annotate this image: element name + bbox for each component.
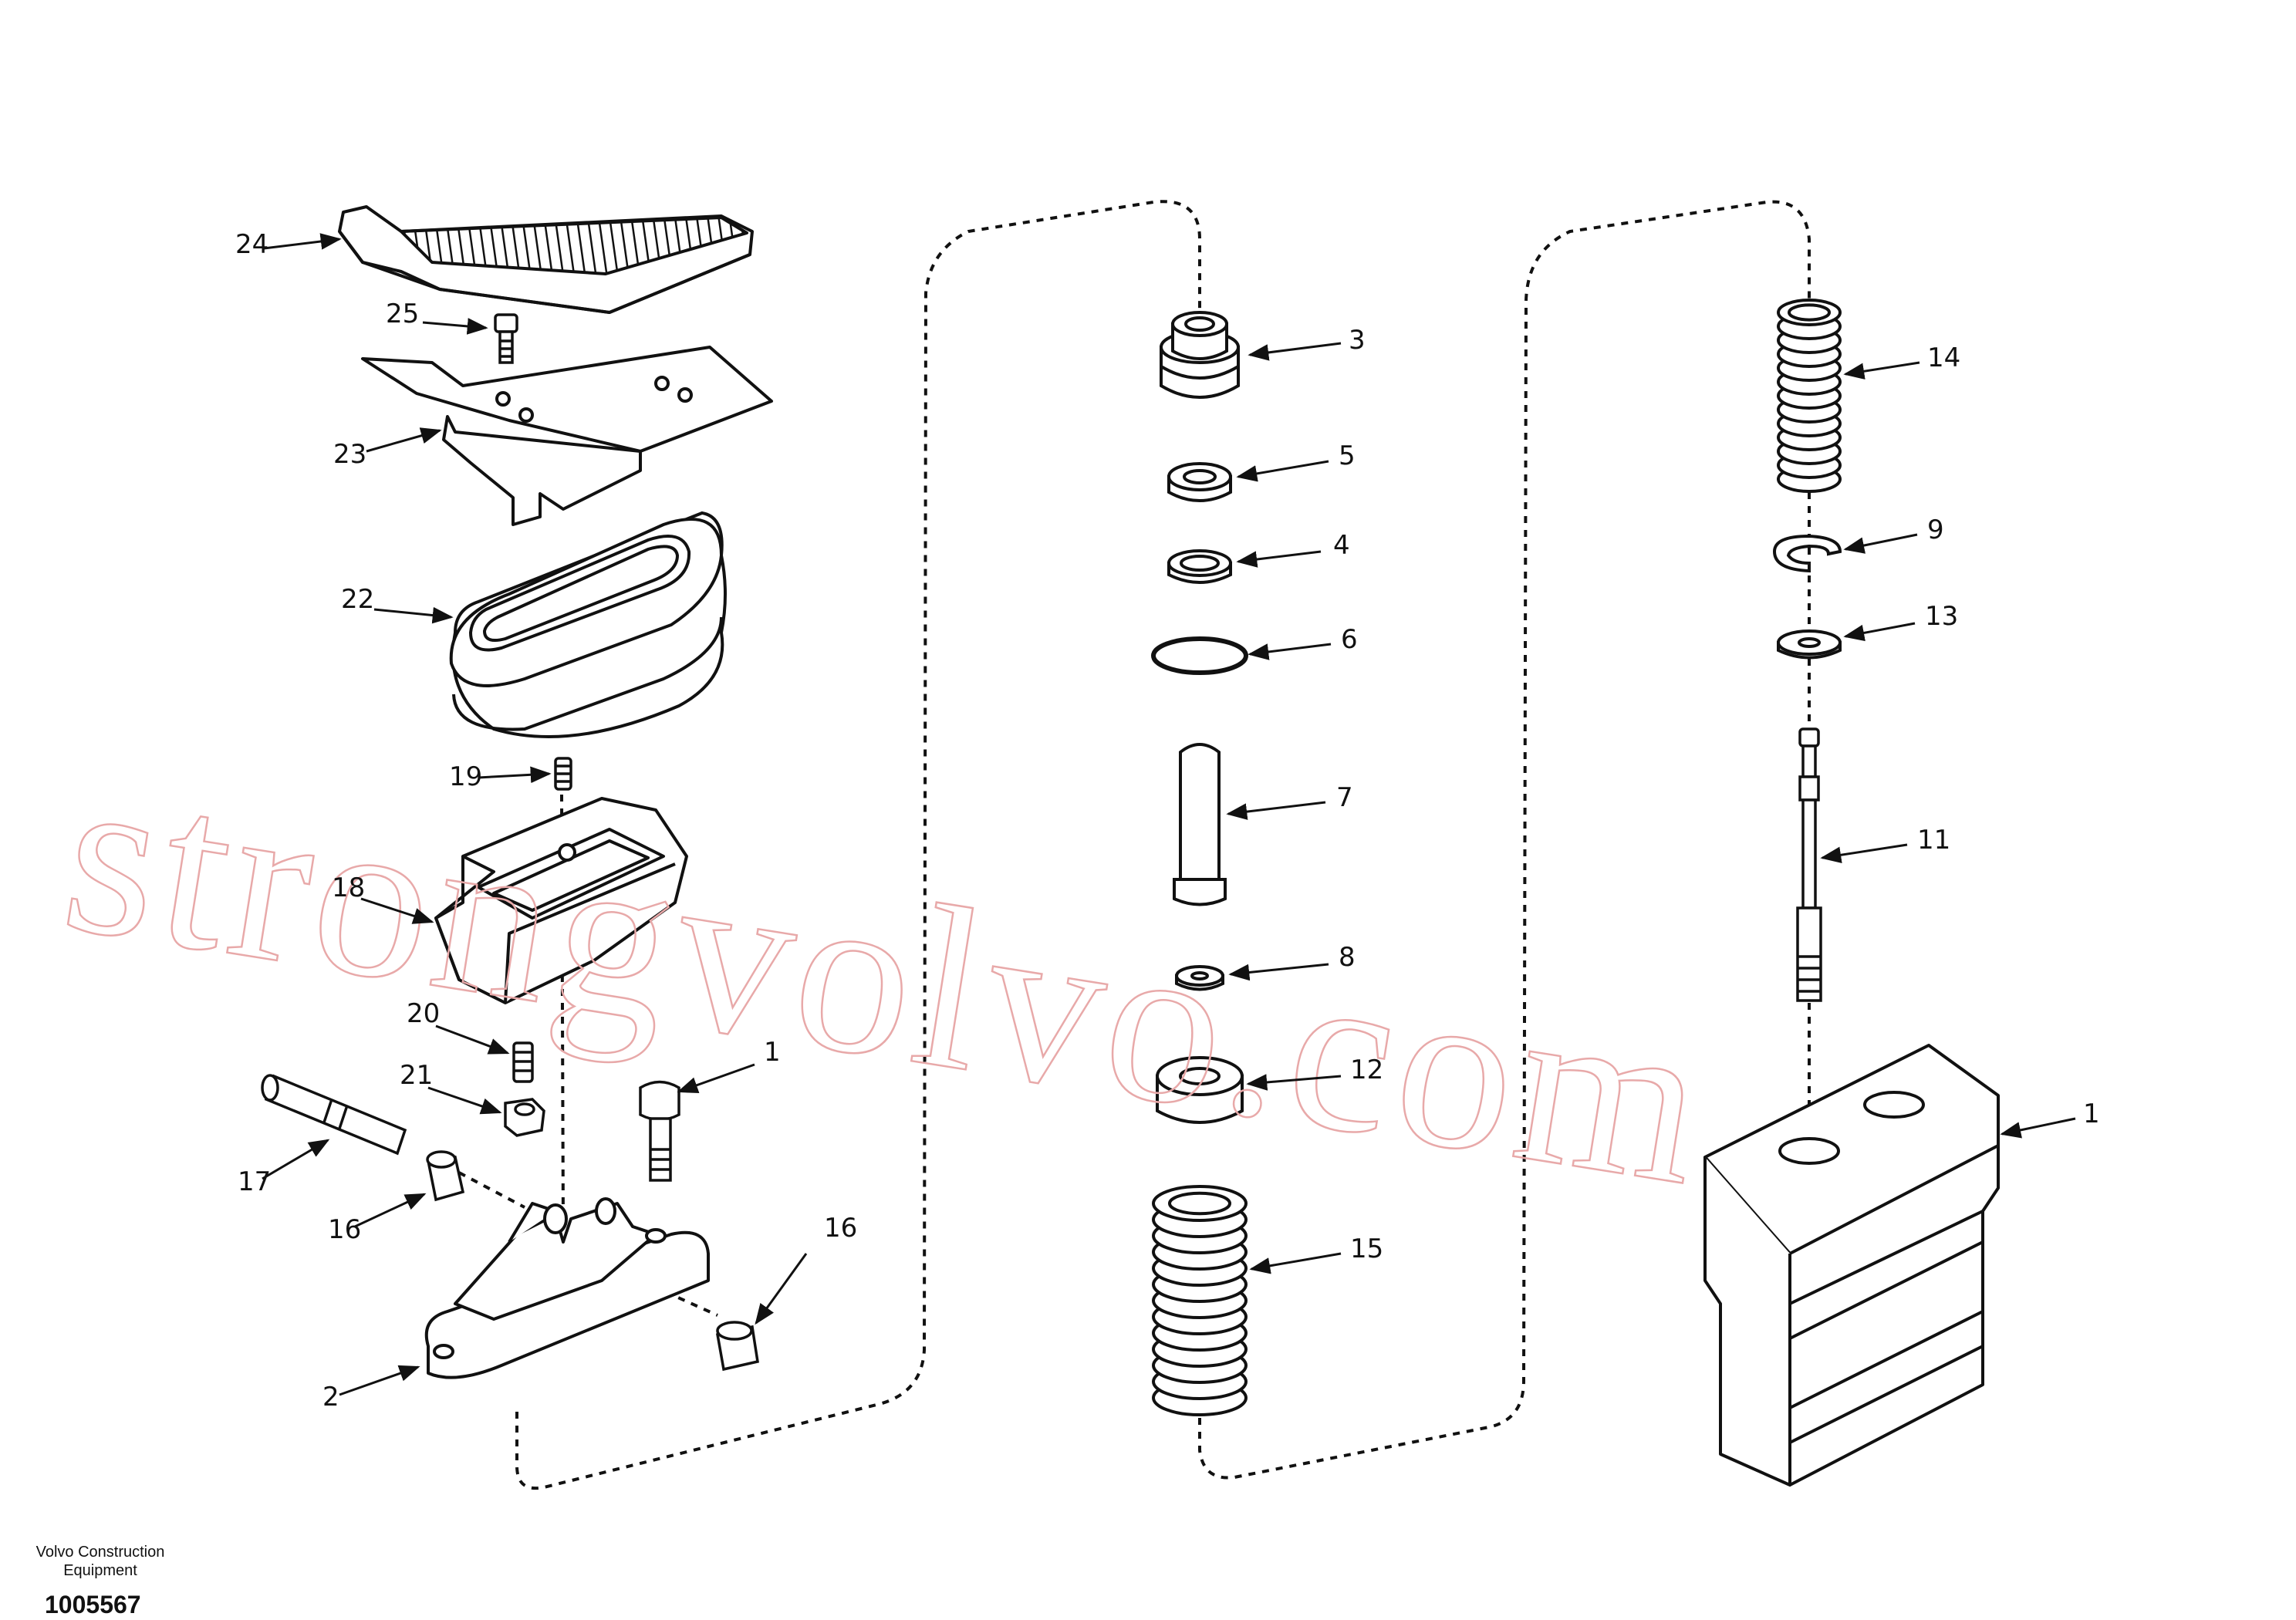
callout-leader-c2 — [339, 1365, 420, 1396]
pedal-base-part — [424, 1197, 710, 1379]
callout-label-c10: 1 — [764, 1037, 781, 1068]
callout-leader-c25 — [422, 318, 488, 335]
screw-part — [494, 313, 518, 364]
callout-leader-c9 — [1843, 533, 1918, 554]
valve-body-part — [1703, 1044, 2000, 1487]
callout-label-c11: 11 — [1917, 825, 1950, 856]
callout-label-c16a: 16 — [328, 1214, 361, 1245]
callout-label-c21: 21 — [400, 1060, 433, 1091]
bolt-part — [639, 1080, 680, 1182]
company-line2: Equipment — [63, 1562, 137, 1579]
callout-label-c22: 22 — [341, 584, 374, 615]
washer-part — [1777, 629, 1842, 660]
watermark: strongvolvo.com — [50, 722, 1724, 1234]
callout-label-c3: 3 — [1349, 325, 1366, 356]
callout-leader-c24 — [263, 233, 342, 250]
spring-coil-inner — [1788, 303, 1831, 322]
nut-part — [504, 1098, 545, 1137]
callout-leader-c8 — [1228, 963, 1329, 981]
callout-label-c20: 20 — [407, 998, 440, 1029]
callout-leader-c1 — [2000, 1117, 2076, 1139]
pedal-part — [338, 205, 754, 314]
plunger-part — [1173, 743, 1227, 906]
callout-leader-c12 — [1246, 1074, 1342, 1091]
spring-coil-inner — [1168, 1191, 1231, 1216]
callout-leader-c16b — [755, 1253, 808, 1325]
rubber-boot-part — [449, 511, 727, 738]
callout-label-c16b: 16 — [824, 1213, 857, 1244]
callout-leader-c14 — [1843, 361, 1920, 380]
callout-label-c24: 24 — [235, 229, 268, 260]
washer-part — [1175, 965, 1224, 991]
callout-label-c2: 2 — [322, 1382, 339, 1412]
callout-leader-c16a — [354, 1193, 427, 1228]
spring-seat-part — [1156, 1056, 1244, 1124]
callout-label-c4: 4 — [1333, 530, 1350, 561]
callout-label-c6: 6 — [1341, 624, 1358, 655]
callout-leader-c22 — [373, 606, 454, 624]
callout-label-c7: 7 — [1336, 782, 1353, 813]
document-number: 1005567 — [45, 1591, 141, 1618]
bushing-part — [715, 1321, 759, 1372]
spring-part — [1777, 299, 1842, 493]
callout-leader-c18 — [360, 897, 434, 924]
sleeve-part — [1160, 311, 1240, 399]
callout-label-c17: 17 — [238, 1166, 271, 1197]
callout-leader-c7 — [1226, 801, 1326, 820]
spring-part — [1152, 1185, 1248, 1416]
set-screw-part — [554, 757, 572, 791]
callout-leader-c15 — [1249, 1252, 1342, 1274]
o-ring-part — [1151, 636, 1248, 675]
callout-leader-c19 — [478, 766, 552, 784]
callout-label-c9: 9 — [1927, 515, 1944, 545]
callout-label-c19: 19 — [449, 761, 482, 792]
callout-label-c12: 12 — [1350, 1055, 1383, 1085]
callout-label-c13: 13 — [1925, 601, 1958, 632]
callout-leader-c6 — [1248, 643, 1332, 660]
callout-label-c15: 15 — [1350, 1234, 1383, 1264]
callout-label-c25: 25 — [386, 299, 419, 329]
callout-leader-c3 — [1248, 342, 1342, 361]
callout-label-c5: 5 — [1339, 440, 1356, 471]
company-line1: Volvo Construction — [35, 1544, 165, 1561]
guide-block-part — [434, 797, 688, 1004]
callout-leader-c4 — [1236, 550, 1322, 568]
callout-leader-c20 — [435, 1024, 510, 1055]
bracket-part — [361, 346, 773, 526]
callout-leader-c23 — [366, 427, 442, 453]
callout-label-c18: 18 — [332, 872, 365, 903]
callout-label-c23: 23 — [333, 439, 366, 470]
callout-label-c8: 8 — [1339, 942, 1356, 973]
seal-part — [1167, 462, 1232, 502]
washer-part — [1167, 549, 1232, 584]
callout-leader-c21 — [427, 1086, 502, 1115]
callout-label-c1: 1 — [2083, 1099, 2100, 1129]
bushing-part — [426, 1150, 465, 1202]
set-screw-part — [512, 1041, 534, 1083]
company-name: Volvo Construction Equipment — [23, 1543, 177, 1580]
pin-part — [261, 1074, 407, 1156]
push-rod-part — [1796, 727, 1822, 1002]
callout-leader-c5 — [1236, 460, 1329, 482]
callout-leader-c10 — [677, 1063, 755, 1093]
callout-leader-c11 — [1820, 843, 1908, 863]
callout-label-c14: 14 — [1927, 343, 1960, 373]
circlip-part — [1772, 534, 1842, 573]
callout-leader-c13 — [1843, 622, 1916, 642]
callout-leader-c17 — [262, 1139, 330, 1180]
